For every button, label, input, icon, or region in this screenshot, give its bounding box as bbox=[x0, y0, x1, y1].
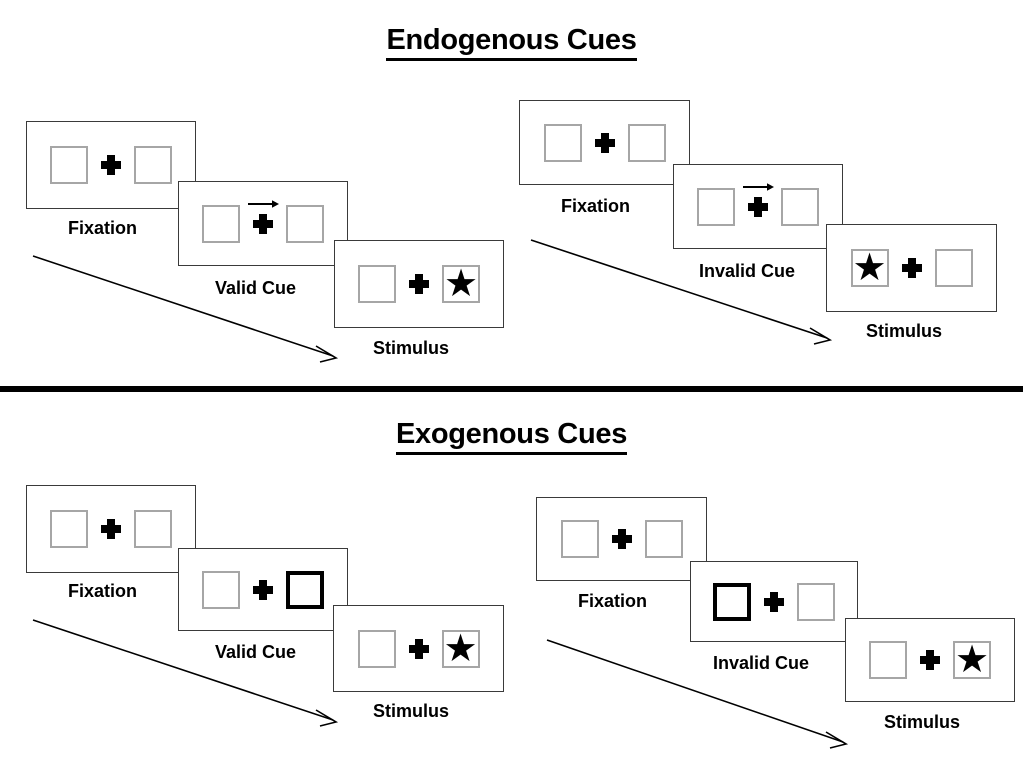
flow-arrow-exogenous-invalid bbox=[546, 639, 849, 749]
trial-label-invalid-cue: Invalid Cue bbox=[699, 261, 796, 281]
placeholder-box-left bbox=[202, 204, 240, 243]
fixation-cross-icon bbox=[99, 153, 123, 177]
trial-label-fixation: Fixation bbox=[68, 218, 138, 238]
trial-frame-stimulus: ★ bbox=[845, 618, 1015, 702]
trial-frame-valid-cue bbox=[178, 548, 348, 631]
trial-label-invalid-cue: Invalid Cue bbox=[713, 653, 810, 673]
trial-frame-fixation bbox=[519, 100, 690, 185]
trial-frame-fixation bbox=[26, 485, 196, 573]
section-title-exogenous: Exogenous Cues bbox=[0, 418, 1023, 456]
trial-frame-stimulus: ★ bbox=[334, 240, 504, 328]
target-box-left: ★ bbox=[850, 247, 889, 289]
placeholder-box-left bbox=[358, 265, 396, 303]
flow-arrow-endogenous-invalid bbox=[530, 239, 833, 345]
cue-box-right bbox=[286, 570, 324, 609]
trial-frame-fixation bbox=[26, 121, 196, 209]
placeholder-box-right bbox=[797, 582, 835, 621]
arrow-cue-right-icon bbox=[743, 182, 774, 191]
placeholder-box-left bbox=[543, 123, 582, 162]
fixation-cross-icon bbox=[900, 256, 924, 280]
trial-label-fixation: Fixation bbox=[578, 591, 648, 611]
placeholder-box-left bbox=[50, 510, 88, 548]
section-title-exogenous-text: Exogenous Cues bbox=[395, 418, 627, 456]
placeholder-box-left bbox=[50, 146, 88, 184]
target-box-right: ★ bbox=[441, 627, 480, 670]
placeholder-box-left bbox=[202, 570, 240, 609]
arrow-cue-right-icon bbox=[248, 199, 279, 208]
trial-frame-invalid-cue bbox=[690, 561, 858, 642]
fixation-cross-icon bbox=[762, 590, 786, 614]
placeholder-box-left bbox=[357, 629, 396, 668]
fixation-cross-icon bbox=[407, 637, 431, 661]
trial-label-stimulus: Stimulus bbox=[373, 701, 450, 721]
target-star-icon: ★ bbox=[443, 263, 479, 305]
trial-frame-fixation bbox=[536, 497, 707, 581]
trial-frame-stimulus: ★ bbox=[333, 605, 504, 692]
trial-frame-valid-cue bbox=[178, 181, 348, 266]
placeholder-box-left bbox=[697, 187, 735, 226]
placeholder-box-right bbox=[644, 520, 683, 558]
target-star-icon: ★ bbox=[852, 247, 887, 289]
trial-label-stimulus: Stimulus bbox=[373, 338, 450, 358]
trial-label-fixation: Fixation bbox=[561, 196, 631, 216]
trial-label-stimulus: Stimulus bbox=[884, 712, 961, 732]
placeholder-box-right bbox=[134, 510, 172, 548]
target-star-icon: ★ bbox=[443, 627, 478, 670]
target-box-right: ★ bbox=[953, 641, 991, 679]
placeholder-box-right bbox=[286, 204, 324, 243]
section-title-endogenous-text: Endogenous Cues bbox=[386, 24, 637, 62]
placeholder-box-left bbox=[869, 641, 907, 679]
placeholder-box-right bbox=[934, 249, 973, 287]
fixation-cross-icon bbox=[610, 527, 634, 551]
trial-label-valid-cue: Valid Cue bbox=[215, 278, 297, 298]
trial-frame-stimulus: ★ bbox=[826, 224, 997, 312]
trial-label-valid-cue: Valid Cue bbox=[215, 642, 297, 662]
trial-frame-invalid-cue bbox=[673, 164, 843, 249]
trial-label-stimulus: Stimulus bbox=[866, 321, 943, 341]
fixation-cross-icon bbox=[251, 578, 275, 602]
section-title-endogenous: Endogenous Cues bbox=[0, 24, 1023, 62]
trial-label-fixation: Fixation bbox=[68, 581, 138, 601]
fixation-cross-icon bbox=[743, 182, 774, 219]
fixation-cross-icon bbox=[248, 199, 279, 236]
fixation-cross-icon bbox=[918, 648, 942, 672]
fixation-cross-icon bbox=[407, 272, 431, 296]
fixation-cross-icon bbox=[99, 517, 123, 541]
target-star-icon: ★ bbox=[954, 639, 990, 681]
placeholder-box-right bbox=[781, 187, 819, 226]
flow-arrow-endogenous-valid bbox=[32, 255, 339, 363]
target-box-right: ★ bbox=[442, 265, 480, 303]
cue-box-left bbox=[713, 582, 751, 621]
section-divider bbox=[0, 386, 1023, 392]
fixation-cross-icon bbox=[593, 131, 617, 155]
placeholder-box-right bbox=[134, 146, 172, 184]
placeholder-box-left bbox=[560, 520, 599, 558]
placeholder-box-right bbox=[627, 123, 666, 162]
